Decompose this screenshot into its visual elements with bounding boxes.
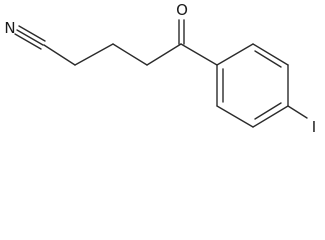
ring-double-bond-1 — [254, 50, 282, 68]
triple-bond-line-1 — [16, 29, 44, 46]
ring-attachment-bond — [180, 43, 218, 66]
ring-bond-2 — [252, 43, 289, 66]
benzene-ring — [216, 43, 289, 128]
ring-bond-5 — [216, 105, 254, 128]
triple-bond-line-2 — [18, 25, 46, 42]
chain-bond-3 — [112, 43, 148, 66]
ring-bond-4 — [252, 105, 289, 128]
iodine-bond — [287, 105, 308, 119]
ring-bond-1 — [216, 43, 254, 66]
ring-double-bond-2 — [254, 102, 282, 120]
nitrile-triple-bond — [14, 25, 46, 50]
carbonyl-double-bond — [178, 19, 185, 45]
iodine-label: I — [312, 118, 316, 136]
chain-bond-2 — [74, 43, 114, 66]
chain-bond-4 — [146, 43, 182, 66]
chemical-structure: N O I — [4, 1, 316, 136]
triple-bond-line-3 — [14, 33, 42, 50]
oxygen-label: O — [176, 1, 188, 19]
nitrogen-label: N — [4, 19, 15, 37]
chain-bond-1 — [43, 44, 76, 66]
